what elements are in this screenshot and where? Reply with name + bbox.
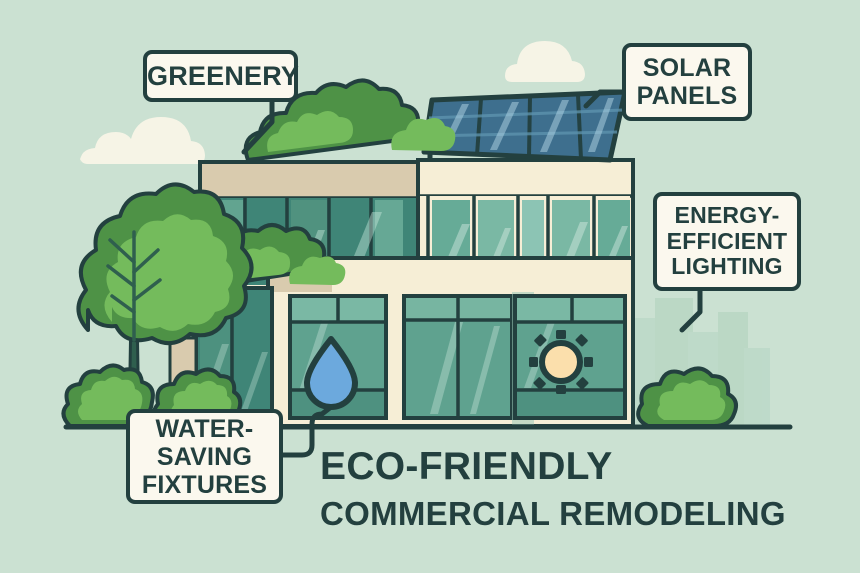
callout-solar-line-1: SOLAR (642, 54, 732, 82)
sun-icon (529, 330, 593, 394)
callout-lighting-line-3: LIGHTING (671, 253, 783, 280)
callout-greenery-text: GREENERY (147, 60, 300, 91)
callout-lighting-text: ENERGY- EFFICIENT LIGHTING (657, 201, 797, 280)
tree-large-left (76, 182, 254, 432)
callout-energy-efficient-lighting[interactable]: ENERGY- EFFICIENT LIGHTING (653, 192, 801, 291)
callout-water-line-2: SAVING (156, 442, 253, 471)
rooftop-garden-shrubs (243, 78, 456, 162)
cloud-left (80, 117, 205, 164)
rooftop-solar-array (421, 89, 628, 163)
callout-connectors (241, 89, 703, 458)
callout-solar-panels[interactable]: SOLAR PANELS (622, 43, 752, 121)
window-bay-center (402, 294, 514, 420)
callout-lighting-line-1: ENERGY- (674, 201, 780, 228)
callout-water-line-3: FIXTURES (141, 470, 268, 499)
title-line-2: COMMERCIAL REMODELING (320, 495, 786, 532)
callout-lighting-line-2: EFFICIENT (666, 227, 788, 254)
callout-greenery[interactable]: GREENERY (143, 50, 300, 102)
callout-solar-panels-text: SOLAR PANELS (626, 54, 748, 110)
connector-solar (583, 89, 625, 109)
callout-solar-line-2: PANELS (636, 82, 738, 110)
infographic-title: ECO-FRIENDLY COMMERCIAL REMODELING (320, 447, 786, 530)
callout-water-saving-fixtures[interactable]: WATER- SAVING FIXTURES (126, 409, 283, 504)
title-line-1: ECO-FRIENDLY (320, 445, 613, 488)
connector-lighting (679, 288, 703, 333)
callout-water-line-1: WATER- (155, 414, 254, 443)
callout-water-text: WATER- SAVING FIXTURES (130, 415, 279, 499)
building-ground-floor (266, 256, 635, 428)
connector-greenery (241, 99, 275, 155)
connector-water (280, 404, 334, 458)
shrub-bottom-right (636, 366, 738, 428)
cloud-right (505, 41, 585, 82)
